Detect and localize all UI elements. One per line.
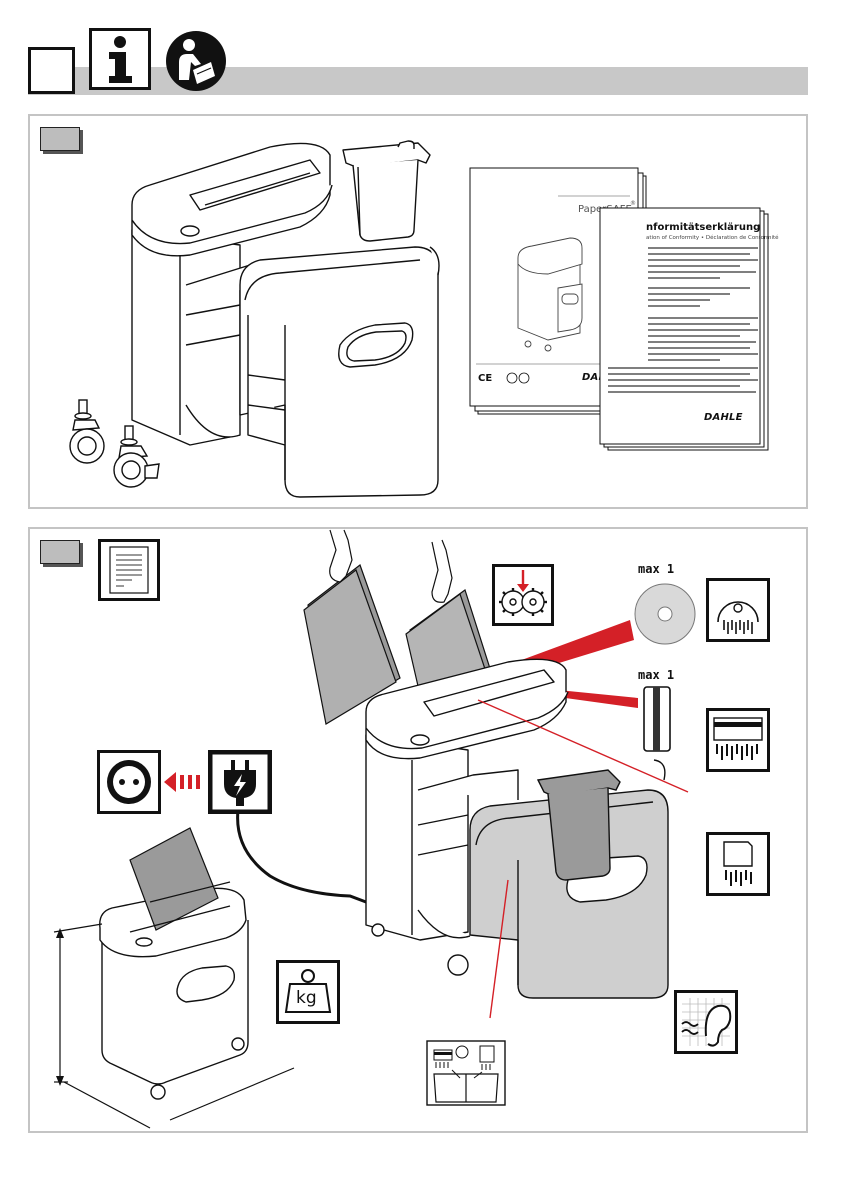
power-plug-icon (208, 750, 272, 814)
step-tab-1 (40, 127, 80, 151)
manual-ce-mark: CE (478, 373, 492, 384)
cd-limit-label: max 1 (638, 562, 674, 576)
noise-ear-icon (674, 990, 738, 1054)
blank-box-icon (28, 47, 75, 94)
manual-trademark: ® (630, 200, 636, 207)
dimension-illustration (50, 820, 310, 1130)
declaration-subtitle: ation of Conformity • Déclaration de Con… (646, 235, 779, 241)
cd-shred-icon (706, 578, 770, 642)
unplug-arrow (164, 770, 204, 794)
sd-card-shred-icon (706, 832, 770, 896)
casters-illustration (65, 398, 165, 493)
document-icon (98, 539, 160, 601)
declaration-title: nformitätserklärung (646, 222, 760, 233)
step-tab-2 (40, 540, 80, 564)
declaration-booklet: nformitätserklärung ation of Conformity … (600, 208, 770, 452)
read-manual-icon (165, 30, 227, 92)
weight-unit-label: kg (296, 988, 317, 1008)
shredder-open-illustration (358, 640, 698, 1000)
wall-socket-icon (97, 750, 161, 814)
card-shred-icon (706, 708, 770, 772)
small-basket-illustration (338, 135, 433, 245)
separate-bins-icon (426, 1040, 506, 1106)
info-icon (89, 28, 151, 90)
declaration-brand: DAHLE (704, 412, 743, 423)
